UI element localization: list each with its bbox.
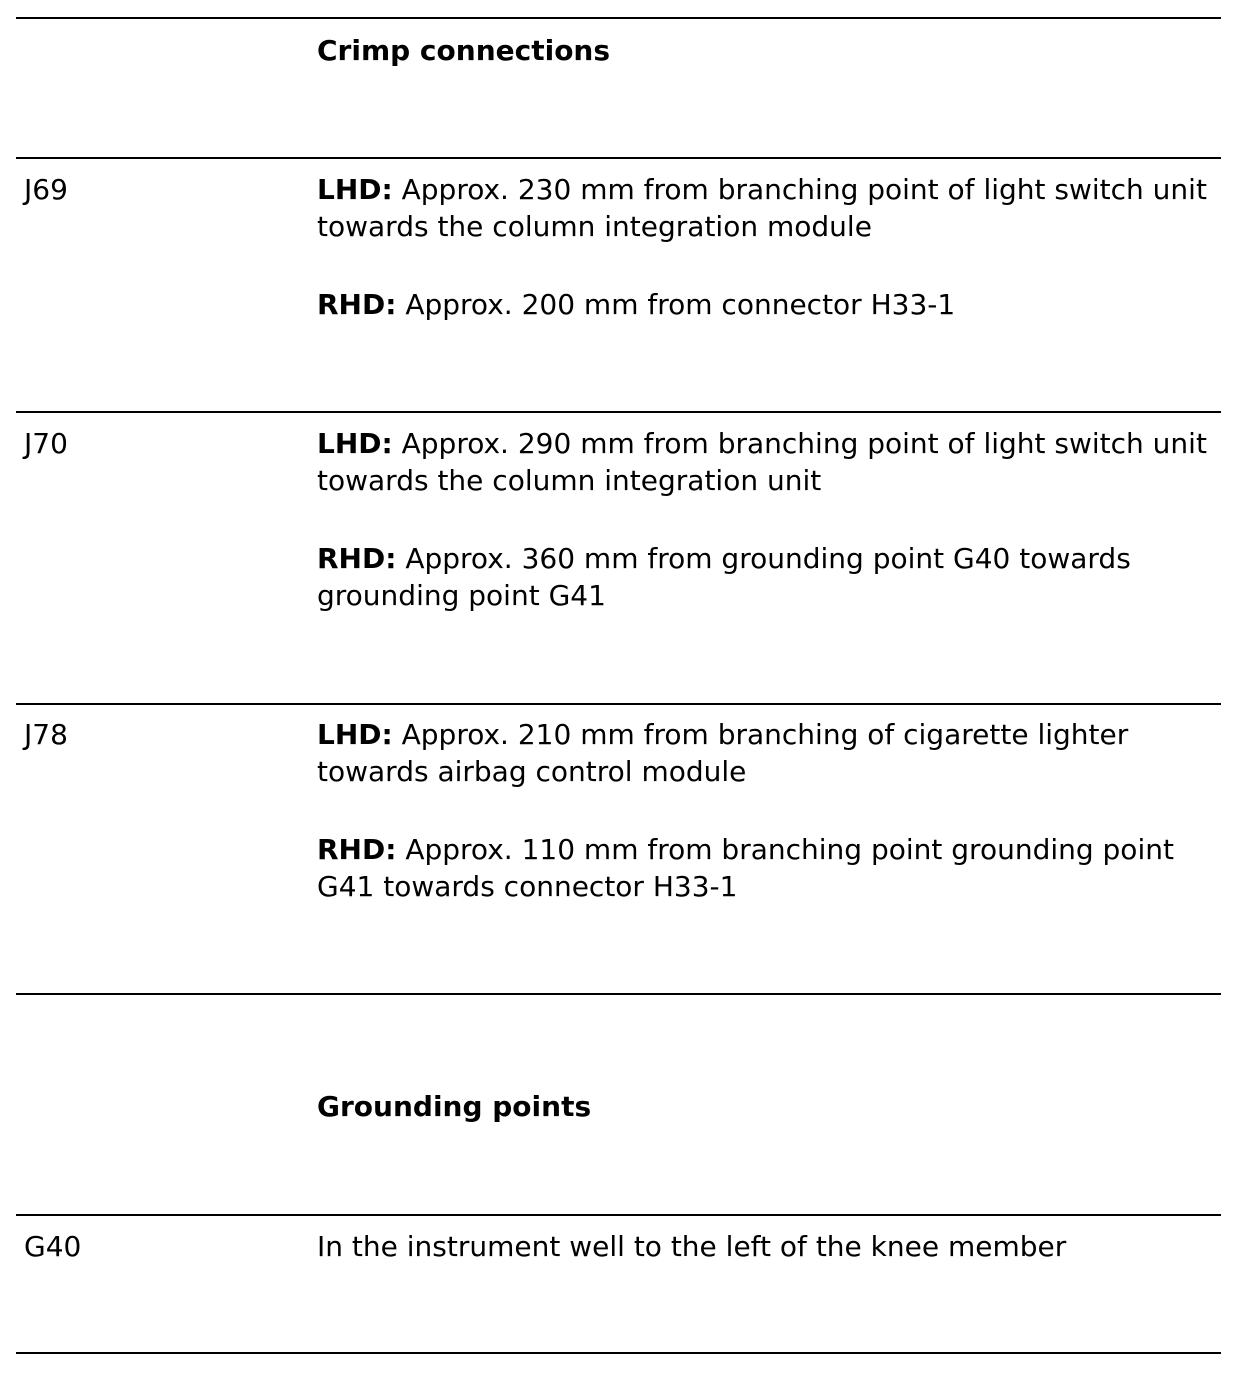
table-rule — [16, 411, 1221, 413]
entry-text: Approx. 200 mm from connector H33-1 — [396, 288, 956, 321]
row-entry-lhd: LHD: Approx. 230 mm from branching point… — [317, 171, 1222, 245]
row-entry-rhd: RHD: Approx. 360 mm from grounding point… — [317, 540, 1222, 614]
table-rule — [16, 157, 1221, 159]
row-code: J70 — [24, 427, 68, 460]
row-entry-lhd: LHD: Approx. 210 mm from branching of ci… — [317, 716, 1222, 790]
entry-label: LHD: — [317, 718, 393, 751]
table-rule-top — [16, 17, 1221, 19]
entry-text: Approx. 290 mm from branching point of l… — [317, 427, 1207, 497]
row-entry-rhd: RHD: Approx. 200 mm from connector H33-1 — [317, 286, 1222, 323]
entry-label: RHD: — [317, 542, 397, 575]
entry-text: Approx. 210 mm from branching of cigaret… — [317, 718, 1129, 788]
entry-label: RHD: — [317, 833, 397, 866]
table-rule-bottom — [16, 1352, 1221, 1354]
row-text: In the instrument well to the left of th… — [317, 1230, 1067, 1263]
table-rule — [16, 1214, 1221, 1216]
row-entry-rhd: RHD: Approx. 110 mm from branching point… — [317, 831, 1222, 905]
entry-label: RHD: — [317, 288, 397, 321]
entry-text: Approx. 230 mm from branching point of l… — [317, 173, 1207, 243]
table-rule — [16, 703, 1221, 705]
section-heading-crimp-connections: Crimp connections — [317, 34, 611, 67]
entry-text: Approx. 110 mm from branching point grou… — [317, 833, 1174, 903]
row-entry-lhd: LHD: Approx. 290 mm from branching point… — [317, 425, 1222, 499]
entry-label: LHD: — [317, 173, 393, 206]
row-code: J69 — [24, 173, 68, 206]
row-code: J78 — [24, 718, 68, 751]
entry-label: LHD: — [317, 427, 393, 460]
row-code: G40 — [24, 1230, 82, 1263]
section-heading-grounding-points: Grounding points — [317, 1090, 592, 1123]
table-rule — [16, 993, 1221, 995]
entry-text: Approx. 360 mm from grounding point G40 … — [317, 542, 1131, 612]
